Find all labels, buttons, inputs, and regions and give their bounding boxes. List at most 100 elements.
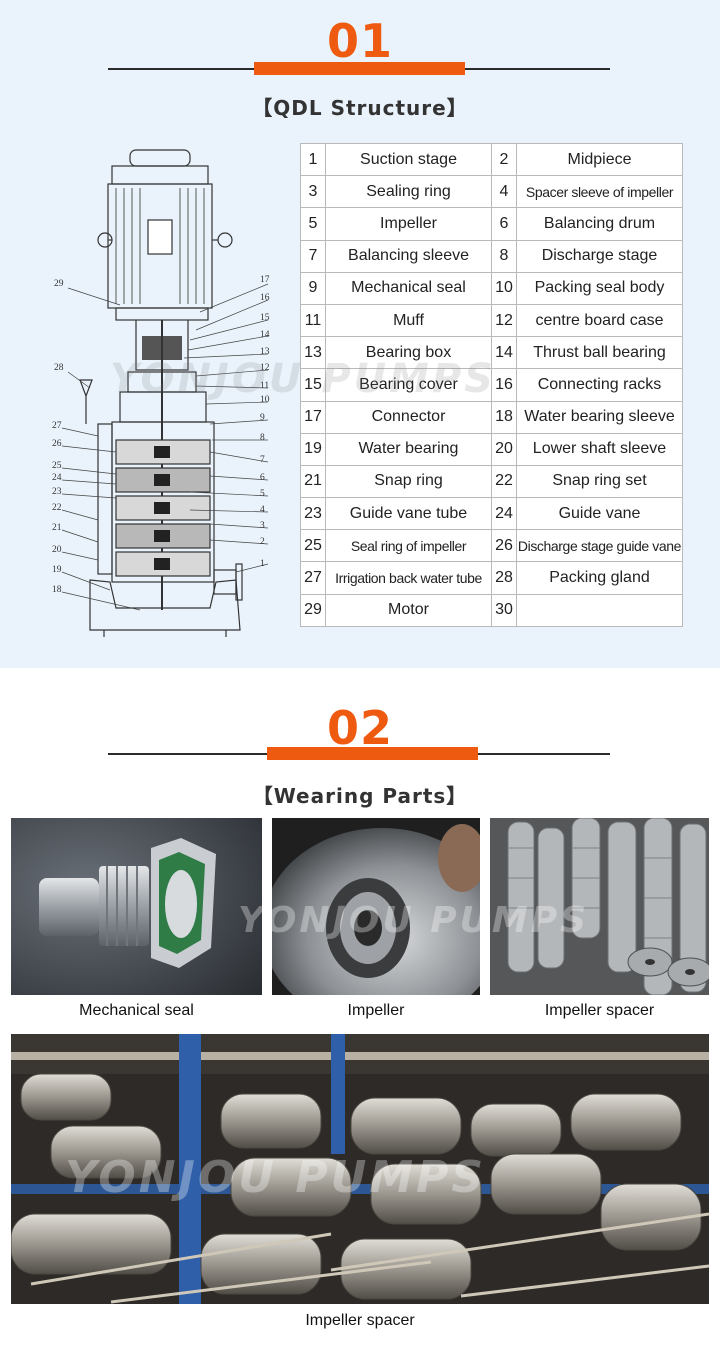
section-title: 【Wearing Parts】 xyxy=(252,784,468,808)
watermark: YONJOU PUMPS xyxy=(238,900,590,941)
part-name: Irrigation back water tube xyxy=(325,561,492,595)
part-name: Packing gland xyxy=(516,561,683,595)
part-number: 25 xyxy=(300,529,326,563)
warehouse-spacer-photo: YONJOU PUMPS xyxy=(11,1034,709,1304)
photo-caption: Impeller spacer xyxy=(544,1002,655,1019)
section-number-02: 02 xyxy=(326,701,393,755)
pump-structure-diagram: 29 28 27 26 25 24 23 22 21 20 19 18 17 1… xyxy=(52,149,270,637)
diagram-label-17: 17 xyxy=(260,275,270,285)
photo-caption: Impeller xyxy=(347,1002,405,1019)
part-number: 20 xyxy=(491,432,517,466)
part-name: Connecting racks xyxy=(516,368,683,402)
part-name: Lower shaft sleeve xyxy=(516,432,683,466)
diagram-label-5: 5 xyxy=(260,489,265,499)
part-number: 1 xyxy=(300,142,326,177)
part-name: Balancing drum xyxy=(516,207,683,241)
structure-section: 01 【QDL Structure】 xyxy=(0,0,720,668)
part-number: 5 xyxy=(300,207,326,241)
diagram-label-2: 2 xyxy=(260,537,265,547)
diagram-label-25: 25 xyxy=(52,461,62,471)
impeller-photo xyxy=(272,818,480,995)
part-number: 8 xyxy=(491,239,517,273)
part-number: 27 xyxy=(300,561,326,595)
diagram-label-28: 28 xyxy=(54,363,64,373)
part-name: Discharge stage xyxy=(516,239,683,273)
part-name: Water bearing xyxy=(325,432,492,466)
part-number: 2 xyxy=(491,142,517,177)
diagram-label-9: 9 xyxy=(260,413,265,423)
part-name: Water bearing sleeve xyxy=(516,400,683,434)
diagram-label-12: 12 xyxy=(260,363,270,373)
spacer-stack-photo xyxy=(490,818,709,995)
section-title: 【QDL Structure】 xyxy=(252,96,468,120)
part-number: 26 xyxy=(491,529,517,563)
part-name: Snap ring set xyxy=(516,464,683,499)
divider-accent xyxy=(267,747,478,760)
part-name: Guide vane xyxy=(516,497,683,531)
diagram-label-22: 22 xyxy=(52,503,62,513)
part-name: Discharge stage guide vane xyxy=(516,529,683,563)
part-number: 3 xyxy=(300,175,326,209)
part-name: Spacer sleeve of impeller xyxy=(516,175,683,209)
diagram-label-7: 7 xyxy=(260,455,265,465)
part-name: Mechanical seal xyxy=(325,271,492,305)
part-number: 15 xyxy=(300,368,326,402)
part-number: 18 xyxy=(491,400,517,434)
section-number-01: 01 xyxy=(326,14,393,68)
diagram-label-21: 21 xyxy=(52,523,62,533)
part-name: Balancing sleeve xyxy=(325,239,492,273)
part-number: 11 xyxy=(300,303,326,338)
part-number: 21 xyxy=(300,464,326,499)
photo-caption: Impeller spacer xyxy=(305,1312,415,1329)
part-number: 12 xyxy=(491,303,517,338)
diagram-label-27: 27 xyxy=(52,421,62,431)
part-number: 30 xyxy=(491,593,517,627)
diagram-label-26: 26 xyxy=(52,439,62,449)
part-number: 7 xyxy=(300,239,326,273)
mechanical-seal-photo xyxy=(11,818,262,995)
part-number: 23 xyxy=(300,497,326,531)
part-name: Seal ring of impeller xyxy=(325,529,492,563)
diagram-label-23: 23 xyxy=(52,487,62,497)
motor-cap xyxy=(129,149,191,167)
part-name: Snap ring xyxy=(325,464,492,499)
part-number: 24 xyxy=(491,497,517,531)
part-number: 13 xyxy=(300,336,326,370)
diagram-label-8: 8 xyxy=(260,433,265,443)
part-number: 6 xyxy=(491,207,517,241)
diagram-label-29: 29 xyxy=(54,279,64,289)
part-name: centre board case xyxy=(516,303,683,338)
part-number: 14 xyxy=(491,336,517,370)
part-number: 22 xyxy=(491,464,517,499)
part-name: Suction stage xyxy=(325,142,492,177)
part-number: 9 xyxy=(300,271,326,305)
photo-caption: Mechanical seal xyxy=(79,1002,194,1019)
diagram-label-19: 19 xyxy=(52,565,62,575)
divider-accent xyxy=(254,62,465,75)
part-number: 10 xyxy=(491,271,517,305)
part-number: 28 xyxy=(491,561,517,595)
part-name: Motor xyxy=(325,593,492,627)
watermark: YONJOU PUMPS xyxy=(65,1152,487,1203)
diagram-label-1: 1 xyxy=(260,559,265,569)
diagram-label-10: 10 xyxy=(260,395,270,405)
diagram-label-16: 16 xyxy=(260,293,270,303)
part-name: Midpiece xyxy=(516,142,683,177)
part-name: Guide vane tube xyxy=(325,497,492,531)
diagram-label-18: 18 xyxy=(52,585,62,595)
part-name: Packing seal body xyxy=(516,271,683,305)
part-name: Thrust ball bearing xyxy=(516,336,683,370)
part-number: 4 xyxy=(491,175,517,209)
diagram-label-4: 4 xyxy=(260,505,265,515)
part-number: 17 xyxy=(300,400,326,434)
